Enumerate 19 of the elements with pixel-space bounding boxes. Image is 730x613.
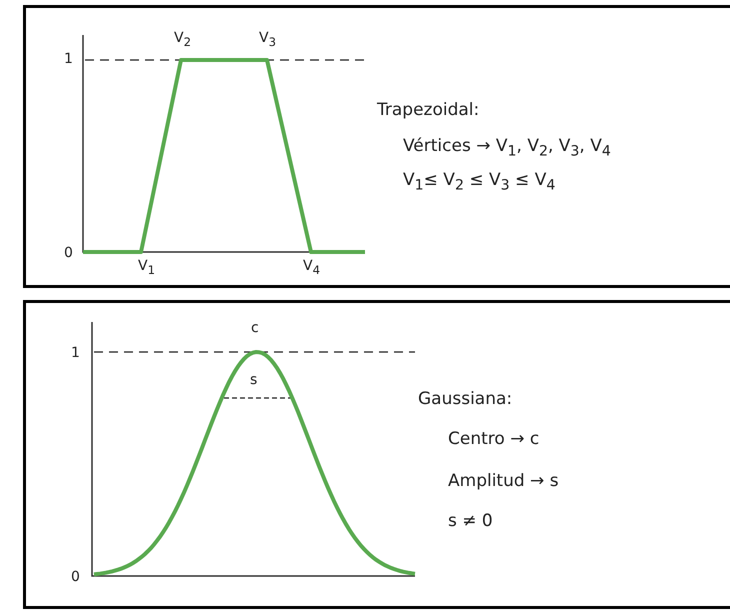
function-heading: Trapezoidal: [377,100,480,120]
parameter-text: s ≠ 0 [448,511,493,531]
chart-panel [23,5,730,288]
vertex-label: V$_{2}$ [174,30,191,50]
axis-tick-label: 0 [64,245,73,261]
parameter-text: Amplitud → s [448,471,559,491]
axis-tick-label: 1 [64,51,73,67]
parameter-text: Centro → c [448,429,540,449]
chart-panel [23,300,730,609]
vertex-label: V$_{1}$ [138,258,155,278]
axis-tick-label: 0 [71,569,80,585]
parameter-text: V$_{1}$≤ V$_{2}$ ≤ V$_{3}$ ≤ V$_{4}$ [403,170,556,196]
axis-tick-label: 1 [71,345,80,361]
function-heading: Gaussiana: [418,389,512,409]
vertex-label: V$_{3}$ [259,30,276,50]
vertex-label: V$_{4}$ [303,258,320,278]
parameter-label: s [250,372,258,388]
parameter-text: Vértices → V$_{1}$, V$_{2}$, V$_{3}$, V$_{4}$ [403,136,611,162]
parameter-label: c [251,320,259,336]
